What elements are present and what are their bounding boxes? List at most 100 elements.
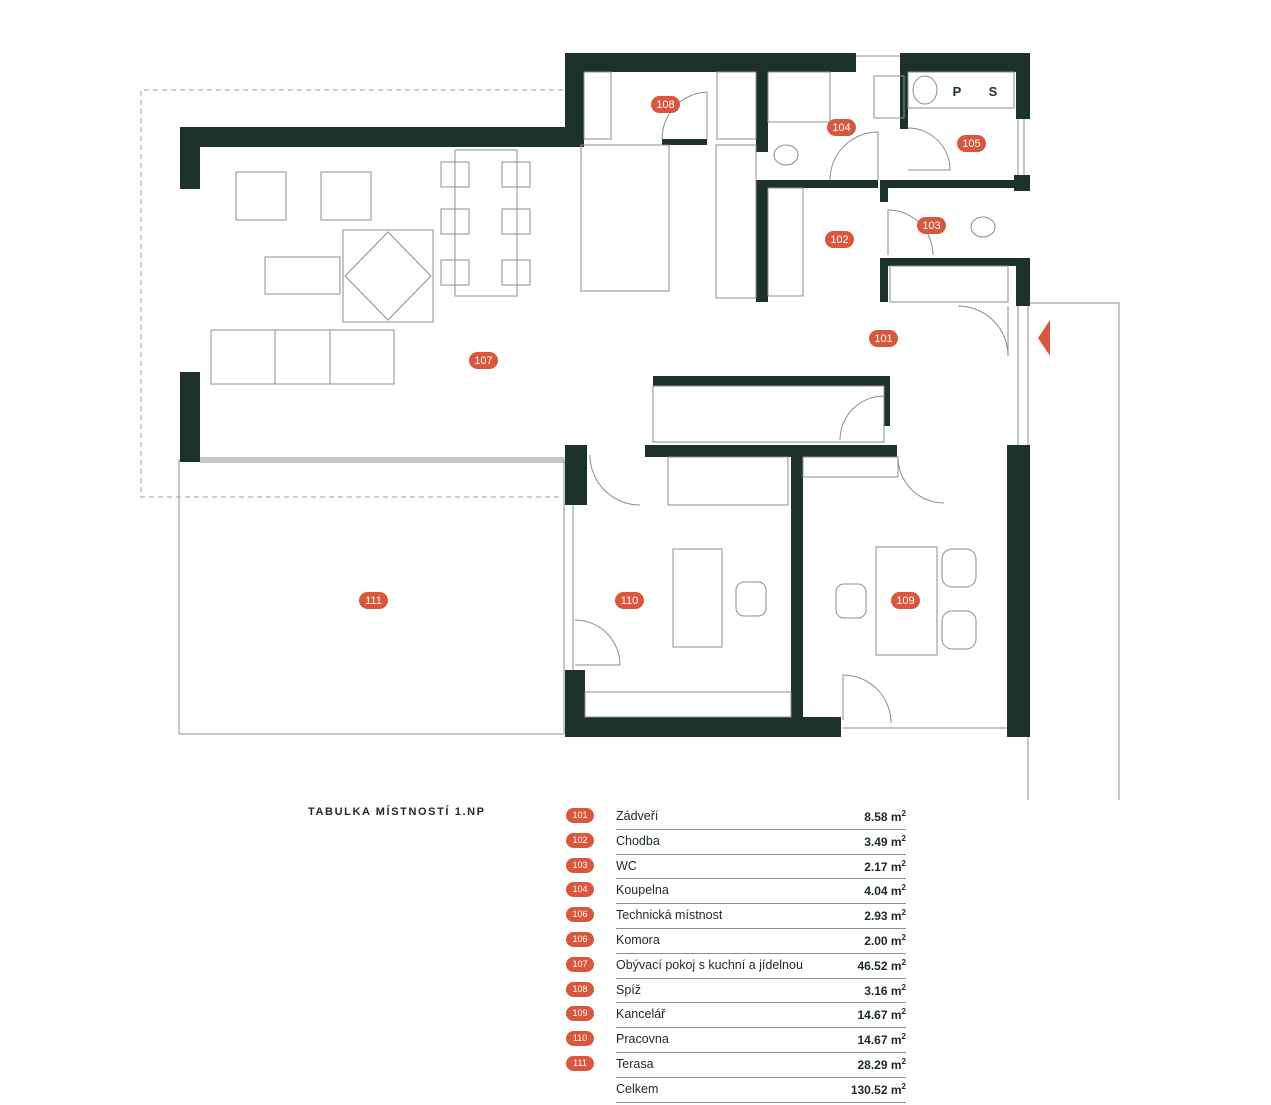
table-row: 103 WC 2.17 m2 bbox=[566, 855, 906, 880]
office-cabinets bbox=[584, 691, 792, 718]
room-name: Koupelna bbox=[616, 883, 669, 898]
room-name: Technická místnost bbox=[616, 908, 723, 923]
row-divider bbox=[616, 828, 906, 830]
room-badge-102: 102 bbox=[825, 231, 854, 248]
office-110-desk bbox=[672, 548, 723, 648]
pantry-shelf-left bbox=[583, 71, 612, 140]
svg-text:111: 111 bbox=[365, 595, 382, 607]
room-badge-108: 108 bbox=[651, 96, 680, 113]
table-row: 102 Chodba 3.49 m2 bbox=[566, 830, 906, 855]
room-area: 14.67 m2 bbox=[858, 1032, 907, 1047]
room-name: Terasa bbox=[616, 1056, 654, 1071]
room-number-badge: 109 bbox=[566, 1006, 594, 1022]
row-divider bbox=[616, 853, 906, 855]
bath-toilet bbox=[773, 144, 799, 166]
svg-text:102: 102 bbox=[830, 234, 848, 246]
room-area-value: 46.52 m bbox=[857, 958, 902, 973]
room-badge-111: 111 bbox=[359, 592, 388, 609]
room-name: Chodba bbox=[616, 833, 660, 848]
room-number-badge: 103 bbox=[566, 857, 594, 873]
area-unit-exponent: 2 bbox=[901, 883, 906, 893]
bath-sink bbox=[873, 75, 905, 119]
wc-toilet bbox=[970, 216, 996, 238]
dining-table bbox=[454, 149, 518, 297]
room-name: Spíž bbox=[616, 982, 642, 997]
svg-text:103: 103 bbox=[922, 220, 940, 232]
room-number-badge: 101 bbox=[566, 808, 594, 823]
office-109-desk bbox=[875, 546, 938, 656]
room-name: WC bbox=[616, 858, 637, 873]
svg-text:108: 108 bbox=[656, 99, 674, 111]
room-name: Pracovna bbox=[616, 1032, 669, 1047]
room-area: 2.17 m2 bbox=[864, 859, 906, 874]
pantry-shelf-right bbox=[716, 71, 757, 140]
room-name: Celkem bbox=[616, 1081, 659, 1096]
area-unit-exponent: 2 bbox=[901, 932, 906, 942]
row-divider bbox=[616, 903, 906, 905]
office-110-sofa bbox=[667, 456, 789, 506]
area-unit-exponent: 2 bbox=[901, 1007, 906, 1017]
room-area-value: 3.16 m bbox=[864, 983, 902, 998]
row-divider bbox=[616, 1076, 906, 1078]
entrance-ramp bbox=[1027, 302, 1120, 800]
room-area: 130.52 m2 bbox=[851, 1082, 906, 1097]
kitchen-counter bbox=[580, 144, 670, 292]
storage-label-p: P bbox=[953, 84, 962, 99]
room-badge-103: 103 bbox=[917, 217, 946, 234]
area-unit-exponent: 2 bbox=[901, 982, 906, 992]
svg-text:109: 109 bbox=[896, 595, 914, 607]
table-row: 109 Kancelář 14.67 m2 bbox=[566, 1003, 907, 1029]
room-badge-109: 109 bbox=[891, 592, 920, 609]
room-number-badge: 108 bbox=[566, 981, 594, 997]
room-area-value: 2.17 m bbox=[864, 859, 902, 874]
room-name: Kancelář bbox=[616, 1007, 666, 1022]
hall-wardrobe bbox=[767, 187, 804, 297]
room-badge-110: 110 bbox=[615, 592, 644, 609]
room-area-value: 3.49 m bbox=[864, 834, 902, 849]
room-area-value: 14.67 m bbox=[857, 1008, 902, 1023]
kitchen-cabinets bbox=[715, 144, 757, 299]
svg-text:110: 110 bbox=[621, 595, 639, 607]
table-row: Celkem 130.52 m2 bbox=[566, 1078, 906, 1103]
room-name: Komora bbox=[616, 932, 660, 947]
technical-cabinets bbox=[889, 265, 1009, 303]
walls bbox=[180, 53, 1030, 737]
office-109-shelf bbox=[802, 456, 899, 478]
area-unit-exponent: 2 bbox=[901, 908, 906, 918]
room-number-badge: 102 bbox=[566, 832, 594, 848]
row-divider bbox=[616, 927, 906, 929]
room-area-value: 8.58 m bbox=[864, 810, 902, 824]
room-badge-105: 105 bbox=[957, 135, 986, 152]
room-badge-107: 107 bbox=[469, 352, 498, 369]
entrance-arrow-icon bbox=[1038, 320, 1050, 356]
svg-text:105: 105 bbox=[962, 138, 980, 150]
room-area: 3.49 m2 bbox=[864, 834, 906, 849]
room-area-value: 14.67 m bbox=[857, 1033, 902, 1048]
room-area-value: 2.93 m bbox=[864, 909, 902, 924]
room-area: 46.52 m2 bbox=[858, 958, 907, 973]
row-divider bbox=[616, 1027, 906, 1029]
row-divider bbox=[616, 1101, 906, 1103]
room-number-badge: 106 bbox=[566, 931, 594, 947]
room-number-badge: 106 bbox=[566, 907, 594, 923]
armchair-right bbox=[320, 171, 372, 221]
armchair-left bbox=[235, 171, 287, 221]
room-area: 14.67 m2 bbox=[858, 1007, 907, 1022]
room-number-badge: 107 bbox=[566, 956, 594, 972]
room-area-value: 130.52 m bbox=[850, 1082, 902, 1097]
roof-overhang bbox=[140, 89, 563, 498]
sofa bbox=[210, 329, 395, 385]
table-row: 106 Technická místnost 2.93 m2 bbox=[566, 904, 906, 929]
room-badge-104: 104 bbox=[827, 119, 856, 136]
area-unit-exponent: 2 bbox=[901, 1081, 906, 1091]
table-title: TABULKA MÍSTNOSTÍ 1.NP bbox=[308, 806, 486, 818]
svg-text:104: 104 bbox=[832, 122, 850, 134]
room-area-value: 28.29 m bbox=[857, 1057, 902, 1072]
row-divider bbox=[616, 1051, 906, 1053]
